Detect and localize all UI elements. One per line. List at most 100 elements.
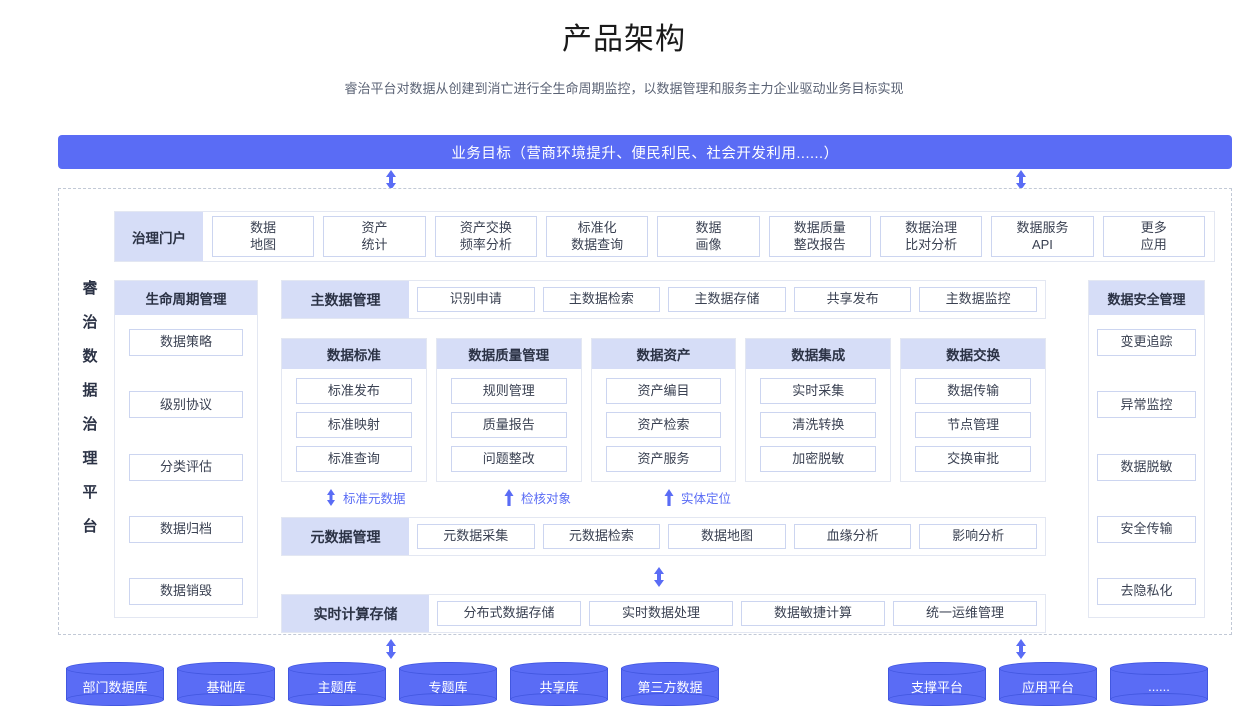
domain-panel: 数据交换 数据传输 节点管理 交换审批 [900,338,1046,482]
domain-item[interactable]: 规则管理 [450,378,567,404]
lifecycle-item[interactable]: 数据销毁 [129,578,243,605]
domain-item-list: 资产编目 资产检索 资产服务 [592,369,736,481]
lifecycle-header: 生命周期管理 [115,281,257,315]
lifecycle-item-list: 数据策略 级别协议 分类评估 数据归档 数据销毁 [115,315,257,619]
platform-container: 睿 治 数 据 治 理 平 台 治理门户 数据地图 资产统计 资产交换频率分析 … [58,188,1232,635]
arrow-up-icon [664,489,674,506]
portal-app[interactable]: 数据质量整改报告 [768,216,871,257]
domain-item[interactable]: 质量报告 [450,412,567,438]
platform-label: 应用平台 [1021,680,1074,695]
portal-app[interactable]: 资产交换频率分析 [434,216,537,257]
lifecycle-item[interactable]: 数据归档 [129,515,243,543]
portal-app[interactable]: 资产统计 [323,216,426,257]
database-cylinder[interactable]: 基础库 [177,662,275,706]
arrow-up-icon [504,489,514,506]
metadata-app[interactable]: 影响分析 [919,524,1037,549]
compute-app[interactable]: 实时数据处理 [589,601,733,626]
metadata-app[interactable]: 元数据采集 [417,524,535,549]
business-goal-bar: 业务目标（营商环境提升、便民利民、社会开发利用......） [58,135,1232,169]
domain-item[interactable]: 交换审批 [915,446,1031,472]
domain-item[interactable]: 资产编目 [605,378,722,404]
cylinder-top [1110,662,1208,675]
compute-app[interactable]: 分布式数据存储 [437,601,581,626]
domain-item-list: 标准发布 标准映射 标准查询 [282,369,426,481]
business-goal-label: 业务目标（营商环境提升、便民利民、社会开发利用......） [451,145,839,162]
domain-header: 数据标准 [282,339,426,369]
arrow-metadata-to-compute [652,567,666,587]
lifecycle-item[interactable]: 分类评估 [129,453,243,481]
lifecycle-item[interactable]: 级别协议 [129,391,243,419]
portal-app[interactable]: 数据治理比对分析 [879,216,983,257]
compute-app[interactable]: 统一运维管理 [893,601,1037,626]
portal-app[interactable]: 数据地图 [212,216,315,257]
cylinder-bottom [399,693,497,706]
master-data-app[interactable]: 识别申请 [417,287,535,312]
compute-header: 实时计算存储 [282,595,429,632]
vlabel-char: 台 [82,518,98,535]
lifecycle-item[interactable]: 数据策略 [129,329,243,356]
database-label: 基础库 [206,680,246,695]
cylinder-top [999,662,1097,675]
cylinder-top [66,662,164,675]
domain-item[interactable]: 资产检索 [605,412,722,438]
master-data-app[interactable]: 主数据检索 [542,287,661,312]
master-data-app[interactable]: 主数据监控 [919,287,1037,312]
portal-app[interactable]: 更多应用 [1102,216,1205,257]
platform-label: 支撑平台 [910,680,963,695]
cylinder-bottom [999,693,1097,706]
domain-item[interactable]: 加密脱敏 [760,446,877,472]
portal-app[interactable]: 标准化数据查询 [545,216,649,257]
platform-cylinder[interactable]: 支撑平台 [888,662,986,706]
database-cylinder[interactable]: 专题库 [399,662,497,706]
annotation-label: 检核对象 [521,492,572,506]
vlabel-char: 治 [82,416,98,433]
metadata-app[interactable]: 血缘分析 [793,524,912,549]
arrow-platform-to-db-left [384,639,398,659]
domain-item-list: 实时采集 清洗转换 加密脱敏 [746,369,890,481]
platform-cylinder[interactable]: 应用平台 [999,662,1097,706]
domain-item[interactable]: 标准发布 [296,378,412,404]
cylinder-bottom [1110,693,1208,706]
page-title: 产品架构 [562,23,686,56]
master-data-app[interactable]: 共享发布 [793,287,912,312]
database-cylinder[interactable]: 共享库 [510,662,608,706]
master-data-row: 主数据管理 识别申请 主数据检索 主数据存储 共享发布 主数据监控 [281,280,1046,319]
domain-header: 数据资产 [591,339,736,369]
center-column: 主数据管理 识别申请 主数据检索 主数据存储 共享发布 主数据监控 数据标准 标… [281,280,1046,633]
domain-item[interactable]: 资产服务 [605,446,722,472]
master-data-app[interactable]: 主数据存储 [668,287,786,312]
security-item[interactable]: 变更追踪 [1097,329,1196,356]
security-item[interactable]: 去隐私化 [1097,578,1196,605]
domain-item-list: 规则管理 质量报告 问题整改 [437,369,581,481]
cylinder-bottom [66,693,164,706]
domain-item[interactable]: 实时采集 [760,378,877,404]
compute-app[interactable]: 数据敏捷计算 [741,601,885,626]
database-label: 共享库 [539,680,579,695]
security-item[interactable]: 异常监控 [1097,391,1196,419]
cylinder-bottom [888,693,986,706]
domain-item[interactable]: 标准查询 [296,446,412,472]
metadata-app[interactable]: 元数据检索 [542,524,661,549]
security-item[interactable]: 数据脱敏 [1097,453,1196,481]
database-row-left: 部门数据库 基础库 主题库 专题库 共享库 [66,662,719,706]
database-cylinder[interactable]: 第三方数据 [621,662,719,706]
portal-app[interactable]: 数据画像 [657,216,760,257]
database-cylinder[interactable]: 主题库 [288,662,386,706]
cylinder-bottom [621,693,719,706]
governance-portal-row: 治理门户 数据地图 资产统计 资产交换频率分析 标准化数据查询 数据画像 数据质… [114,211,1215,262]
metadata-app[interactable]: 数据地图 [668,524,786,549]
master-data-app-list: 识别申请 主数据检索 主数据存储 共享发布 主数据监控 [409,281,1045,318]
domain-item[interactable]: 节点管理 [915,412,1031,438]
domain-header: 数据集成 [746,339,891,369]
domain-item[interactable]: 问题整改 [450,446,567,472]
domain-item[interactable]: 标准映射 [296,412,412,438]
vlabel-char: 据 [82,382,98,399]
arrow-goal-to-platform-right [1014,170,1028,190]
database-cylinder[interactable]: 部门数据库 [66,662,164,706]
platform-cylinder[interactable]: ...... [1110,662,1208,706]
domain-item[interactable]: 数据传输 [915,378,1031,404]
security-item[interactable]: 安全传输 [1097,515,1196,543]
domain-item[interactable]: 清洗转换 [760,412,877,438]
